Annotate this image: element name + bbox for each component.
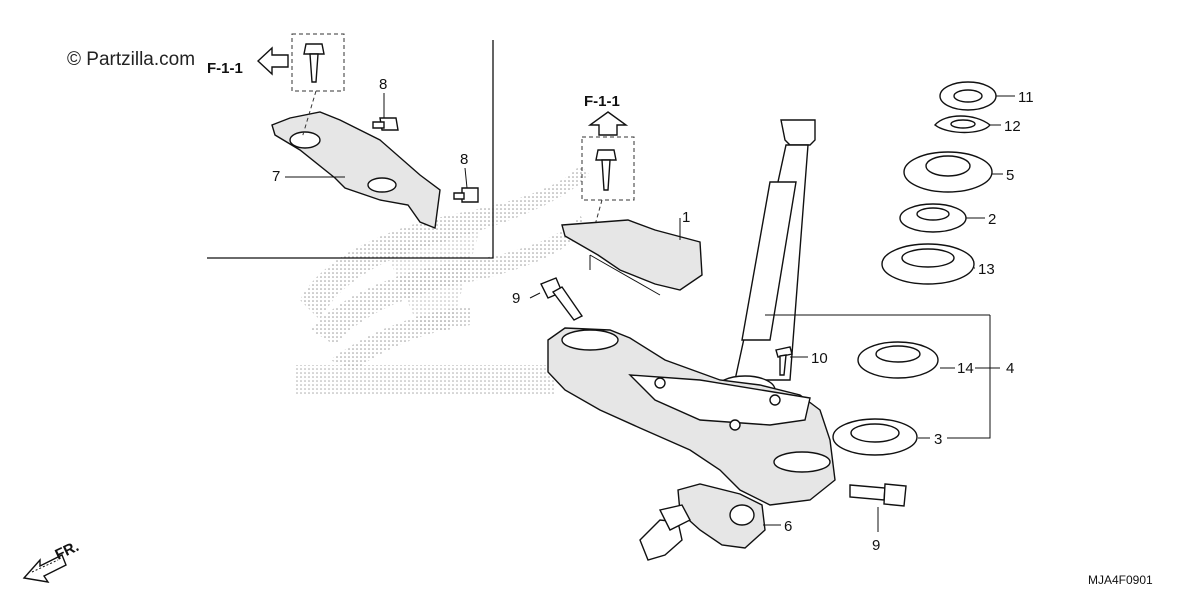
- callout-11: 11: [1018, 89, 1034, 106]
- callout-6: 6: [784, 518, 792, 535]
- front-direction-arrow: [22, 554, 67, 583]
- callout-3: 3: [934, 431, 942, 448]
- bolt-8a: [372, 117, 399, 131]
- honda-wing-logo: [295, 165, 590, 395]
- bolt-9b: [849, 483, 907, 507]
- watermark: © Partzilla.com: [67, 49, 195, 70]
- main-ref-label: F-1-1: [584, 93, 620, 110]
- main-arrow-up: [587, 111, 629, 136]
- bolt-8b: [453, 187, 479, 203]
- main-ref-box: [581, 136, 635, 226]
- inset-ref-label: F-1-1: [207, 60, 243, 77]
- screw-10: [775, 346, 793, 376]
- dust-seal-2: [899, 203, 967, 233]
- inset-arrow-left: [256, 46, 289, 76]
- front-direction-label: FR.: [53, 538, 82, 564]
- steering-stem: [714, 119, 816, 405]
- inset-bracket-plate: [271, 111, 441, 229]
- adjusting-nut-5: [903, 151, 993, 193]
- callout-5: 5: [1006, 167, 1014, 184]
- callout-10: 10: [811, 350, 828, 367]
- callout-8b: 8: [460, 151, 468, 168]
- callout-9a: 9: [512, 290, 520, 307]
- inset-frame: [207, 40, 494, 259]
- diagram-code: MJA4F0901: [1088, 573, 1153, 587]
- callout-14: 14: [957, 360, 974, 377]
- callout-8a: 8: [379, 76, 387, 93]
- lock-washer-12: [933, 115, 991, 134]
- callout-12: 12: [1004, 118, 1021, 135]
- top-plate: [561, 219, 703, 296]
- callout-4: 4: [1006, 360, 1014, 377]
- bearing-14: [857, 341, 939, 379]
- inset-ref-box: [291, 33, 345, 139]
- ignition-lock: [639, 483, 766, 561]
- callout-13: 13: [978, 261, 995, 278]
- callout-2: 2: [988, 211, 996, 228]
- callout-1: 1: [682, 209, 690, 226]
- bolt-9a: [540, 277, 584, 321]
- race-3: [832, 418, 918, 456]
- lower-triple-clamp: [547, 327, 836, 506]
- leader-lines: [285, 93, 1015, 532]
- callout-7: 7: [272, 168, 280, 185]
- bearing-13: [881, 243, 975, 285]
- lock-nut-11: [939, 81, 997, 111]
- callout-9b: 9: [872, 537, 880, 554]
